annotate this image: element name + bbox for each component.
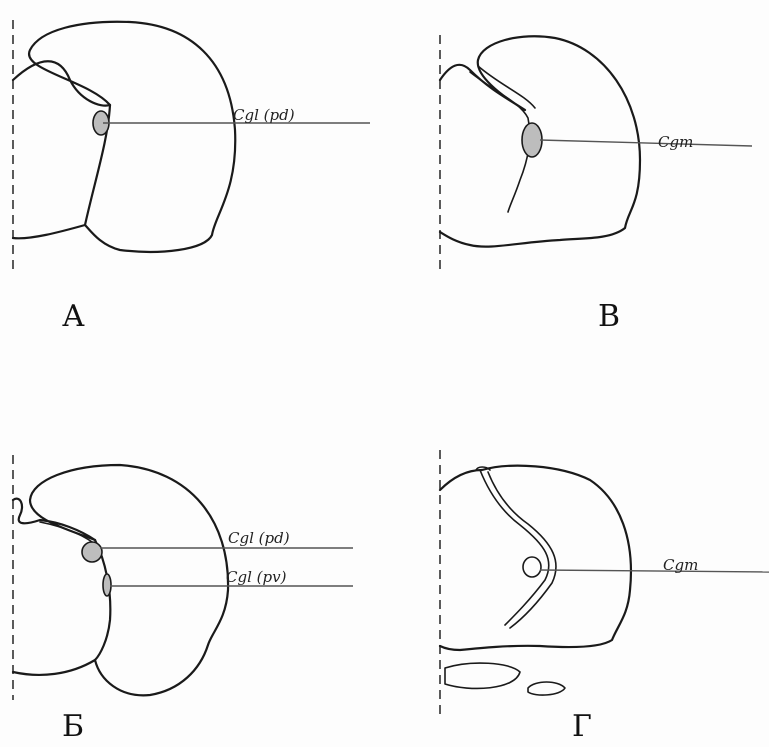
panel-b-lamina-outer xyxy=(478,66,535,108)
panel-v-section: Cgl (pd) Cgl (pv) xyxy=(13,455,353,700)
panel-g-letter: Г xyxy=(572,712,592,742)
panel-g-lamina-inner xyxy=(488,472,556,628)
panel-v-letter: Б xyxy=(62,712,84,742)
panel-a-label-cgl-pd: Cgl (pd) xyxy=(233,106,295,124)
panel-g-lamina-outer xyxy=(480,470,549,625)
panel-g-ventricle-right xyxy=(528,682,565,695)
panel-b-cgm-nucleus xyxy=(522,123,542,157)
panel-v-label-cgl-pv: Cgl (pv) xyxy=(226,568,287,586)
panel-b-label-cgm: Cgm xyxy=(658,133,693,151)
panel-b-leader-line xyxy=(540,140,752,146)
panel-g-leader-line xyxy=(540,570,769,572)
panel-v-label-cgl-pd: Cgl (pd) xyxy=(228,529,290,547)
panel-a-section: Cgl (pd) xyxy=(13,20,370,270)
panel-b-internal-lamina xyxy=(470,72,530,212)
panel-b-letter: В xyxy=(598,302,620,332)
panel-g-section: Cgm xyxy=(440,450,769,715)
panel-g-label-cgm: Cgm xyxy=(663,556,698,574)
panel-g-cgm-nucleus xyxy=(523,557,541,577)
panel-v-cgl-pv-nucleus xyxy=(103,574,111,596)
panel-a-hemisphere-outline xyxy=(13,22,235,252)
panel-v-hemisphere-outline xyxy=(13,465,228,695)
panel-g-ventricle-left xyxy=(445,663,520,688)
panel-b-section: Cgm xyxy=(440,35,752,270)
panel-a-letter: А xyxy=(62,302,85,332)
panel-v-cgl-pd-nucleus xyxy=(82,542,102,562)
